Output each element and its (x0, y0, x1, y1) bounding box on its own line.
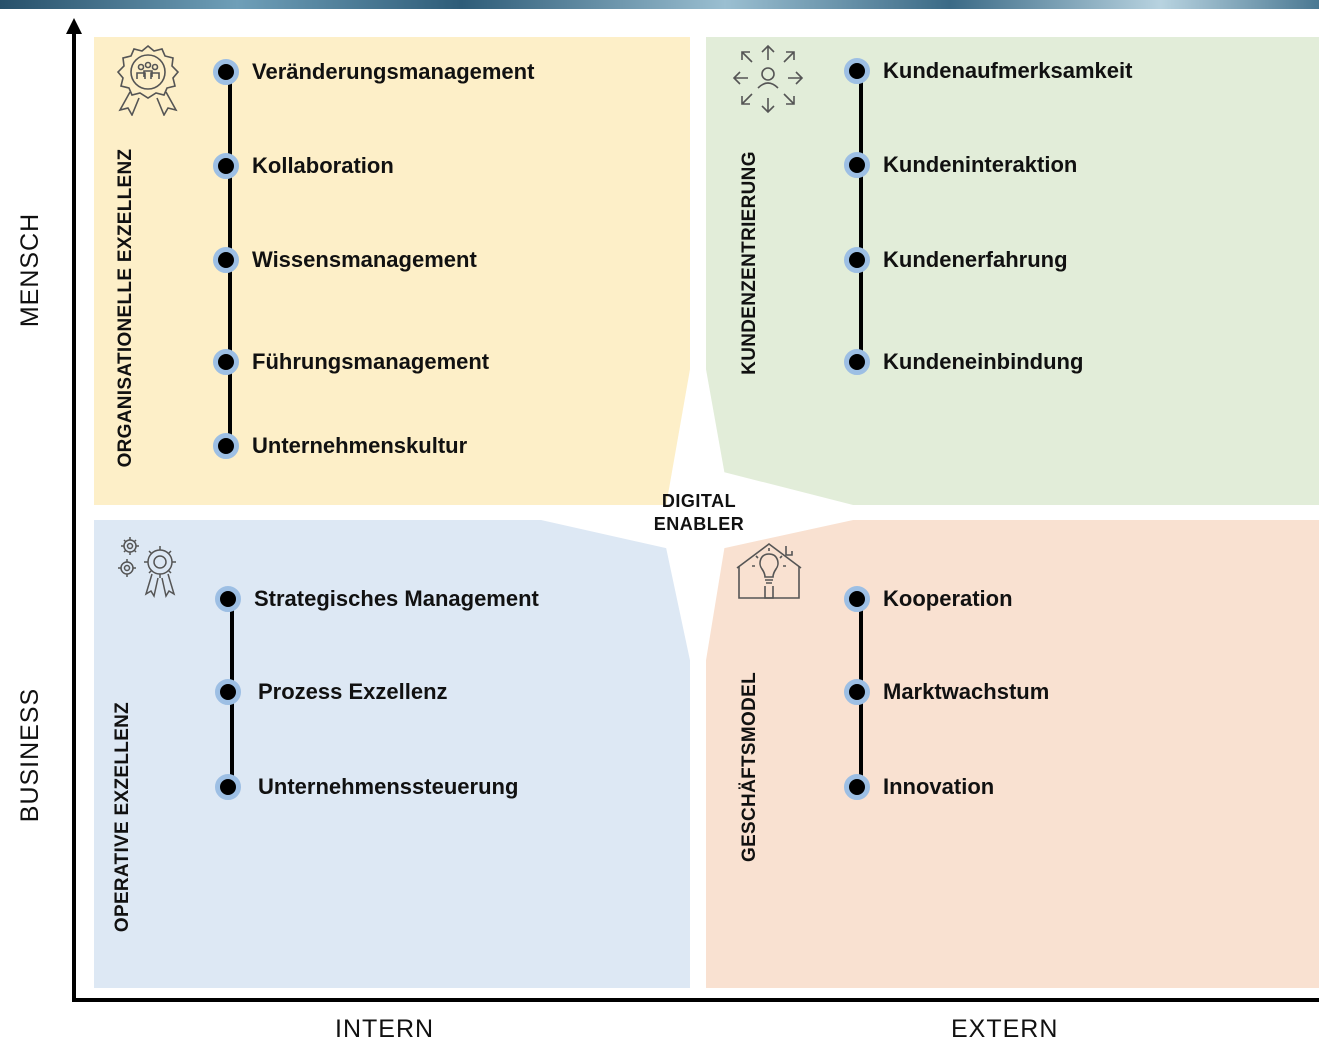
bullet-dot (213, 433, 239, 459)
list-item: Kollaboration (213, 151, 394, 181)
customer-focus-icon (732, 44, 804, 114)
list-item: Innovation (844, 772, 994, 802)
item-label: Unternehmenssteuerung (258, 774, 519, 799)
item-label: Kooperation (883, 586, 1013, 611)
item-label: Innovation (883, 774, 995, 799)
quadrant-title-business-model: GESCHÄFTSMODEL (739, 672, 760, 862)
item-label: Kundeneinbindung (883, 349, 1084, 374)
item-label: Kundenaufmerksamkeit (883, 58, 1133, 83)
item-label: Prozess Exzellenz (258, 679, 448, 704)
bullet-dot (215, 679, 241, 705)
y-axis-line (72, 30, 76, 1002)
bullet-dot (213, 153, 239, 179)
list-item: Prozess Exzellenz (215, 677, 448, 707)
bullet-dot (213, 349, 239, 375)
list-item: Kundeninteraktion (844, 150, 1077, 180)
bullet-dot (844, 152, 870, 178)
quadrant-organisational-excellence (94, 37, 690, 505)
header-band (0, 0, 1319, 9)
quadrant-operative-excellence (94, 520, 690, 988)
quadrant-business-model (706, 520, 1319, 988)
bullet-dot (213, 247, 239, 273)
y-axis-arrowhead (66, 18, 82, 34)
gears-award-icon (118, 537, 176, 598)
bullet-dot (844, 774, 870, 800)
item-label: Führungsmanagement (252, 349, 490, 374)
bullet-dot (844, 349, 870, 375)
quadrant-title-organisational-excellence: ORGANISATIONELLE EXZELLENZ (115, 148, 136, 468)
list-item: Kundenerfahrung (844, 245, 1068, 275)
list-item: Strategisches Management (215, 584, 539, 614)
lightbulb-house-icon (736, 543, 802, 599)
list-item: Veränderungsmanagement (213, 57, 534, 87)
item-label: Wissensmanagement (252, 247, 477, 272)
item-label: Strategisches Management (254, 586, 539, 611)
award-team-icon (116, 44, 180, 116)
list-item: Unternehmenssteuerung (215, 772, 518, 802)
bullet-dot (215, 774, 241, 800)
item-label: Kundeninteraktion (883, 152, 1078, 177)
item-label: Kundenerfahrung (883, 247, 1068, 272)
digital-enabler-line1: DIGITAL (661, 491, 737, 511)
quadrant-title-customer-centricity: KUNDENZENTRIERUNG (739, 151, 760, 375)
item-label: Unternehmenskultur (252, 433, 468, 458)
quadrant-title-operative-excellence: OPERATIVE EXZELLENZ (112, 701, 133, 933)
item-label: Kollaboration (252, 153, 394, 178)
bullet-dot (844, 679, 870, 705)
bullet-dot (215, 586, 241, 612)
digital-enabler-line2: ENABLER (653, 514, 745, 534)
x-axis-line (72, 998, 1319, 1002)
timeline-line-customer (859, 71, 863, 363)
item-label: Marktwachstum (883, 679, 1050, 704)
item-label: Veränderungsmanagement (252, 59, 535, 84)
list-item: Wissensmanagement (213, 245, 477, 275)
quadrant-customer-centricity (706, 37, 1319, 505)
axis-label-business: BUSINESS (16, 687, 44, 823)
axis-label-intern: INTERN (335, 1015, 435, 1043)
list-item: Kooperation (844, 584, 1013, 614)
axis-label-extern: EXTERN (951, 1015, 1059, 1043)
bullet-dot (844, 247, 870, 273)
bullet-dot (844, 586, 870, 612)
bullet-dot (844, 58, 870, 84)
list-item: Kundenaufmerksamkeit (844, 56, 1132, 86)
list-item: Führungsmanagement (213, 347, 489, 377)
list-item: Unternehmenskultur (213, 431, 467, 461)
list-item: Marktwachstum (844, 677, 1049, 707)
list-item: Kundeneinbindung (844, 347, 1083, 377)
axis-label-mensch: MENSCH (16, 212, 44, 328)
bullet-dot (213, 59, 239, 85)
digital-enabler-label: DIGITAL ENABLER (640, 490, 758, 536)
